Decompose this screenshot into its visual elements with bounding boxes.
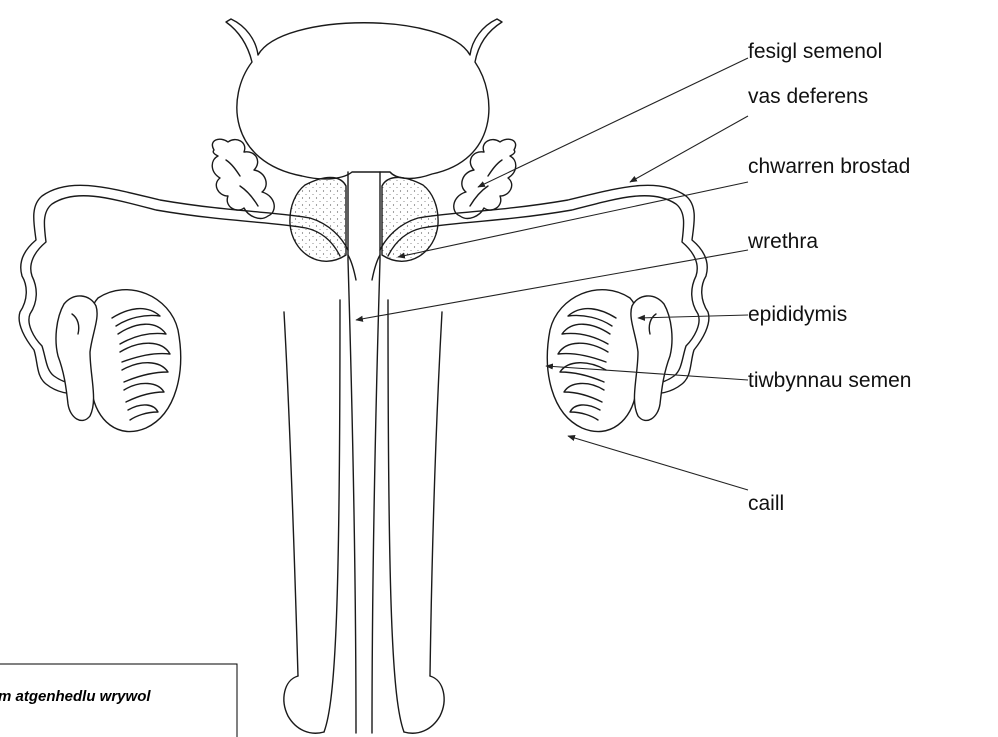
testis-left [87,290,181,432]
labels: fesigl semenol vas deferens chwarren bro… [747,40,911,515]
label-urethra: wrethra [747,230,818,253]
label-seminiferous-tubules: tiwbynnau semen [748,369,911,392]
label-epididymis: epididymis [748,303,847,326]
caption-box: m atgenhedlu wrywol [0,664,237,737]
penis [284,300,444,733]
testis-right [547,290,641,432]
caption-text: m atgenhedlu wrywol [0,688,151,705]
urethra [348,172,380,733]
label-testis: caill [748,492,784,515]
label-seminal-vesicle: fesigl semenol [748,40,882,63]
label-prostate: chwarren brostad [748,155,910,178]
bladder [226,19,502,179]
label-vas-deferens: vas deferens [748,85,868,108]
